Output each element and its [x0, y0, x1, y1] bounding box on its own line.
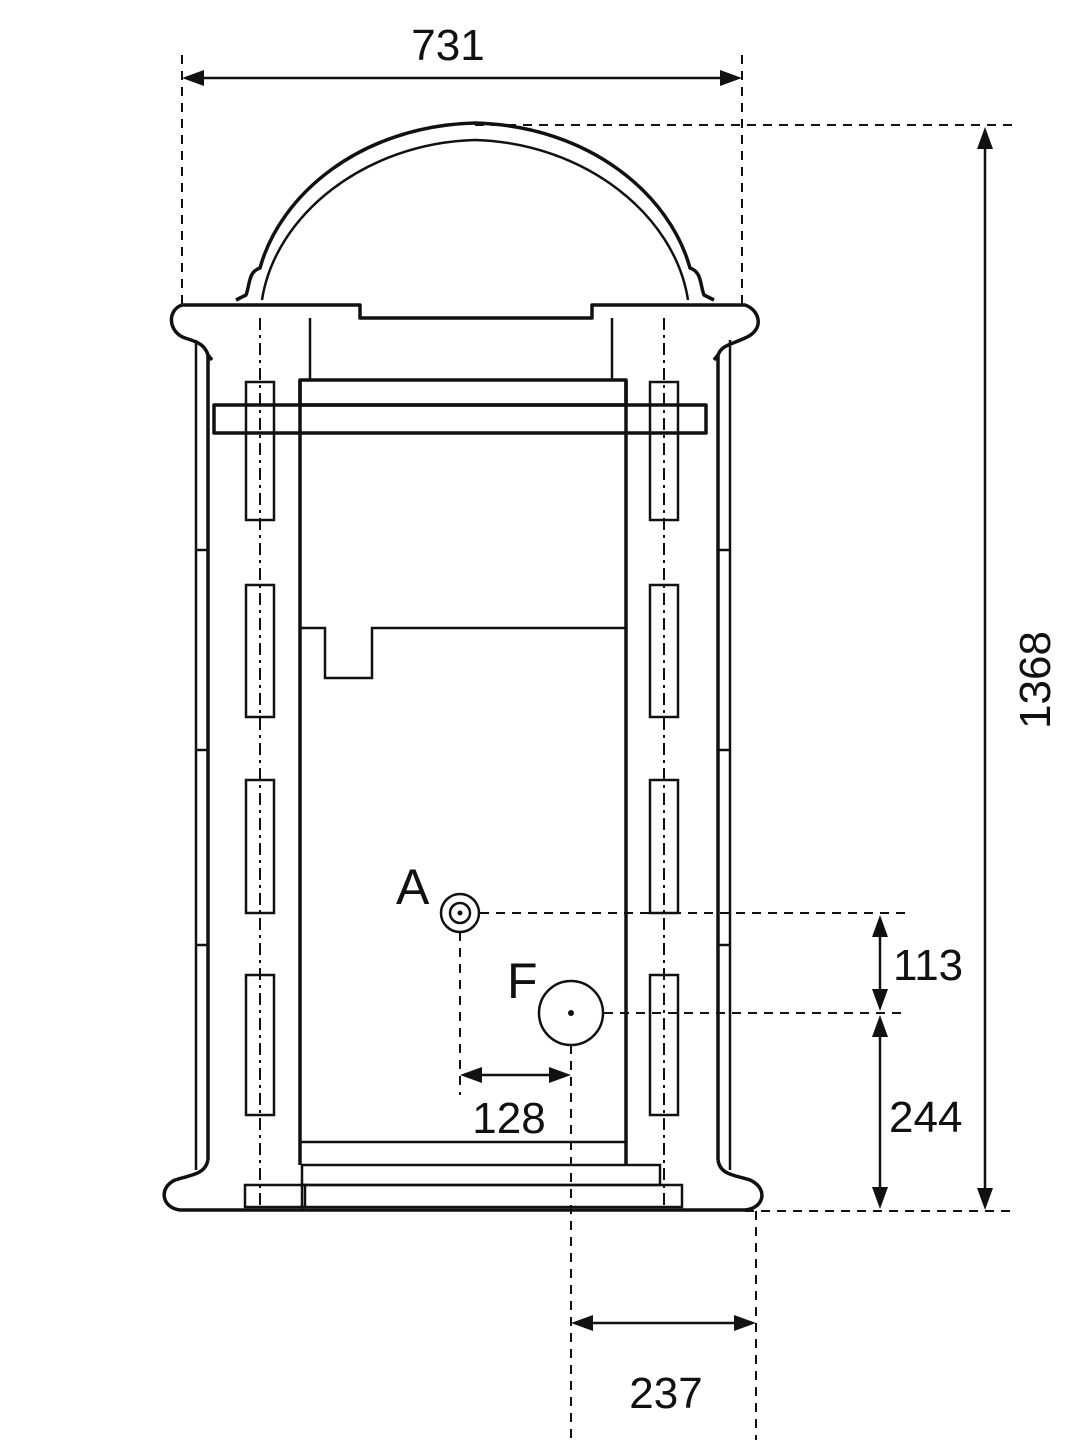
- body: [194, 340, 732, 1170]
- right-post: [648, 318, 680, 1208]
- connection-a: A: [396, 859, 481, 934]
- dimension-f-to-side: 237: [571, 1315, 756, 1418]
- dome: [235, 121, 715, 302]
- dimension-a-to-f-horizontal-value: 128: [472, 1094, 545, 1143]
- extension-lines: [181, 55, 1012, 1440]
- connection-f: F: [507, 953, 605, 1047]
- dimension-overall-width-value: 731: [411, 21, 484, 70]
- dimension-overall-width: 731: [182, 21, 742, 86]
- dimension-a-to-f-vertical: 113: [872, 915, 963, 1011]
- left-post: [244, 318, 276, 1208]
- top-cornice: [169, 303, 760, 362]
- connection-a-label: A: [396, 859, 430, 915]
- base-plinth: [162, 1159, 764, 1212]
- dimension-f-to-base: 244: [872, 1015, 962, 1209]
- dimension-overall-height: 1368: [977, 127, 1060, 1210]
- connection-f-label: F: [507, 953, 538, 1009]
- inner-chamber: [212, 318, 708, 1209]
- dimension-overall-height-value: 1368: [1011, 631, 1060, 729]
- dimension-f-to-side-value: 237: [629, 1369, 702, 1418]
- dimension-f-to-base-value: 244: [889, 1093, 962, 1142]
- dimension-a-to-f-vertical-value: 113: [893, 941, 963, 990]
- dimension-a-to-f-horizontal: 128: [460, 1067, 571, 1143]
